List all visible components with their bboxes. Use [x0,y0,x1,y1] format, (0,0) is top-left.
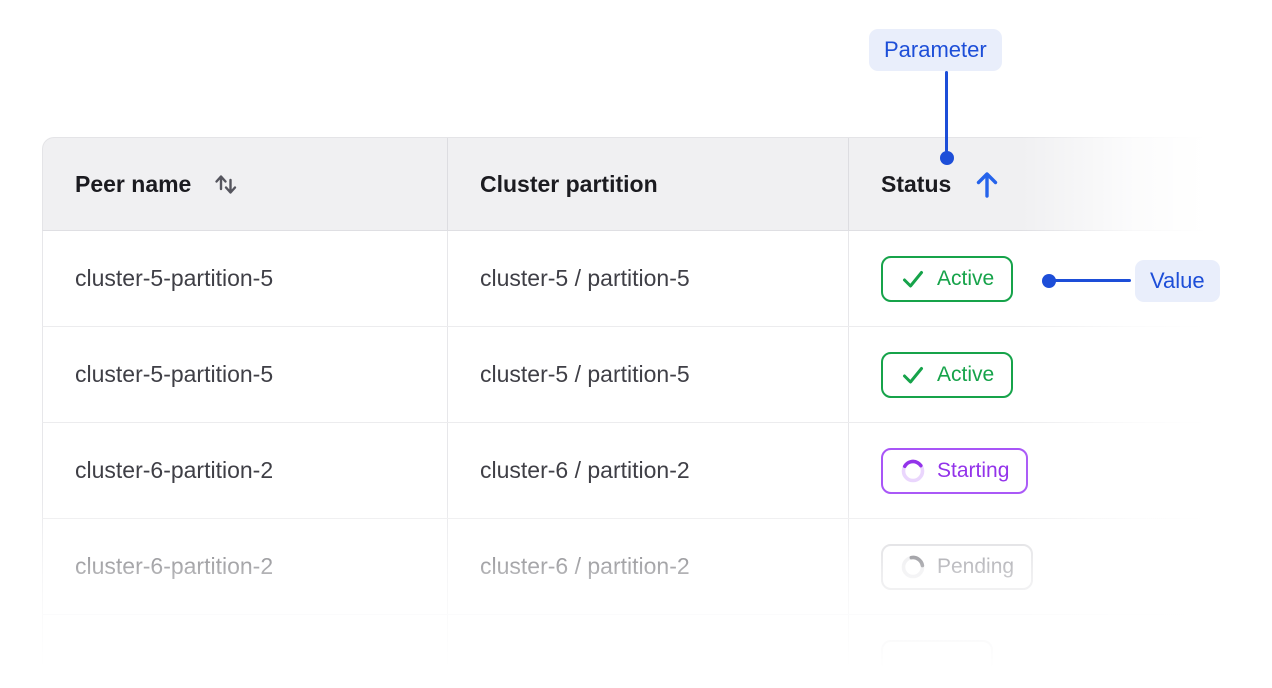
cell-status: Pending [848,519,1242,614]
status-badge-starting: Starting [881,447,1029,494]
column-header-label: Status [881,170,952,197]
status-badge-label: Active [937,362,995,386]
cell-status: Active [848,231,1242,326]
cell-cluster-partition [447,615,848,688]
status-badge-active: Active [881,351,1014,398]
value-callout-chip: Value [1135,260,1220,302]
cell-cluster-partition: cluster-6 / partition-2 [447,423,848,518]
status-badge-pending: Pending [881,543,1034,590]
parameter-callout-chip: Parameter [869,29,1002,71]
column-header-label: Peer name [75,170,192,197]
check-icon [900,266,926,292]
spinner-icon [900,458,926,484]
cell-peer-name: cluster-5-partition-5 [75,265,274,291]
status-badge-ghost [881,639,993,686]
sort-updown-icon[interactable] [213,171,239,198]
table-header-row: Peer name Cluster partition Status [42,137,1242,231]
table-row [42,615,1242,688]
table-row: cluster-6-partition-2 cluster-6 / partit… [42,519,1242,615]
status-badge-label: Starting [937,458,1010,482]
cell-status: Active [848,327,1242,422]
cell-peer-name [43,615,447,688]
check-icon [900,362,926,388]
peers-table: Peer name Cluster partition Status [42,137,1242,688]
parameter-callout-line [945,71,948,152]
arrow-up-icon[interactable] [973,168,1001,200]
cell-cluster-partition: cluster-6 / partition-2 [447,519,848,614]
status-badge-label: Pending [937,554,1015,578]
table-row: cluster-6-partition-2 cluster-6 / partit… [42,423,1242,519]
parameter-callout-dot [940,151,954,165]
value-callout-dot [1042,274,1056,288]
column-header-label: Cluster partition [480,170,658,197]
status-badge-active: Active [881,255,1014,302]
value-callout-line [1053,279,1131,282]
spinner-icon [900,554,926,580]
status-badge-label: Active [937,266,995,290]
cell-cluster-partition: cluster-5 / partition-5 [447,327,848,422]
cell-peer-name: cluster-6-partition-2 [75,553,274,579]
column-header-peer-name[interactable]: Peer name [43,138,447,230]
column-header-status[interactable]: Status [848,138,1242,230]
column-header-cluster-partition[interactable]: Cluster partition [447,138,848,230]
cell-status [848,615,1242,688]
cell-peer-name: cluster-6-partition-2 [75,457,274,483]
cell-cluster-partition: cluster-5 / partition-5 [447,231,848,326]
cell-peer-name: cluster-5-partition-5 [75,361,274,387]
cell-status: Starting [848,423,1242,518]
table-row: cluster-5-partition-5 cluster-5 / partit… [42,327,1242,423]
